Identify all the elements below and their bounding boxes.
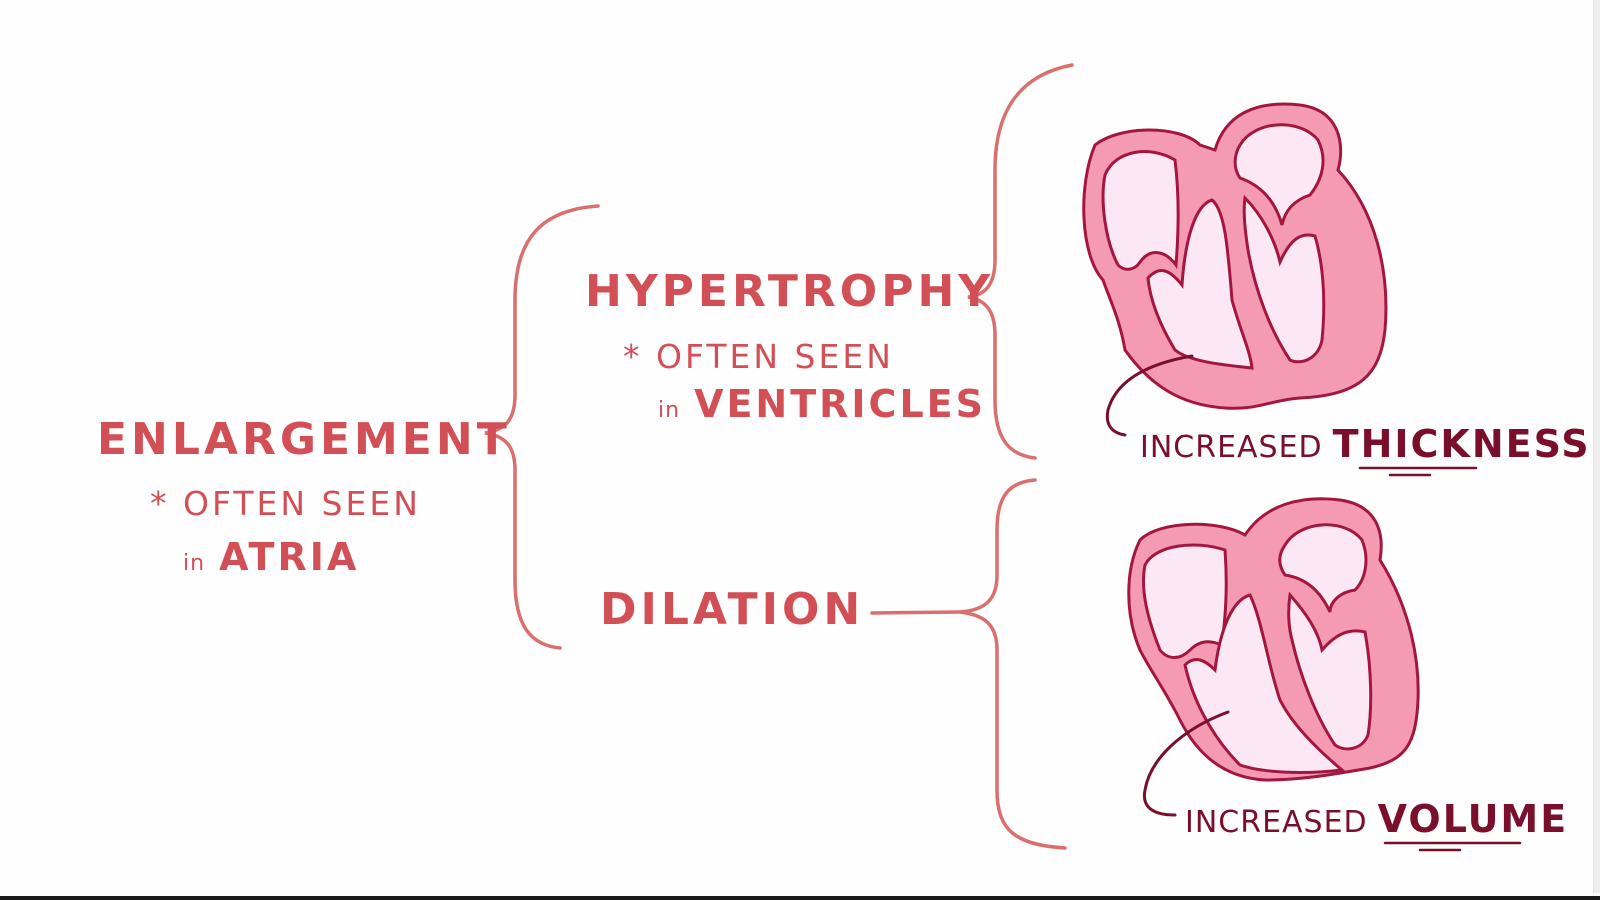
curly-bracket-hypertrophy-icon: [967, 63, 1074, 460]
heart-dilated-chambers-icon: [1127, 497, 1420, 817]
right-edge-strip: [1593, 0, 1600, 893]
hypertrophy-note-location: VENTRICLES: [694, 382, 986, 426]
bottom-border: [0, 896, 1600, 900]
hypertrophy-note-in: in: [658, 398, 681, 423]
hypertrophy-note-line2: in VENTRICLES: [658, 385, 986, 423]
thickness-caption: INCREASED THICKNESS: [1140, 425, 1591, 463]
volume-underline: [1383, 841, 1522, 852]
curly-bracket-main-icon: [484, 204, 600, 650]
dilation-connector-line: [870, 610, 962, 615]
enlargement-title: ENLARGEMENT: [97, 414, 511, 465]
hypertrophy-title: HYPERTROPHY: [585, 266, 995, 317]
enlargement-note-in: in: [183, 551, 206, 576]
enlargement-note-line1: * OFTEN SEEN: [150, 484, 421, 523]
volume-caption-bold: VOLUME: [1377, 797, 1569, 841]
volume-caption-plain: INCREASED: [1185, 805, 1368, 840]
volume-caption: INCREASED VOLUME: [1185, 800, 1568, 838]
enlargement-note-line2: in ATRIA: [183, 538, 359, 576]
curly-bracket-dilation-icon: [959, 478, 1067, 850]
thickness-caption-plain: INCREASED: [1140, 430, 1323, 465]
enlargement-note-location: ATRIA: [219, 535, 360, 579]
thickness-underline: [1358, 466, 1478, 477]
thickness-caption-bold: THICKNESS: [1332, 422, 1591, 466]
hypertrophy-note-line1: * OFTEN SEEN: [623, 337, 894, 376]
dilation-title: DILATION: [600, 584, 865, 635]
heart-thick-walls-icon: [1082, 102, 1388, 437]
